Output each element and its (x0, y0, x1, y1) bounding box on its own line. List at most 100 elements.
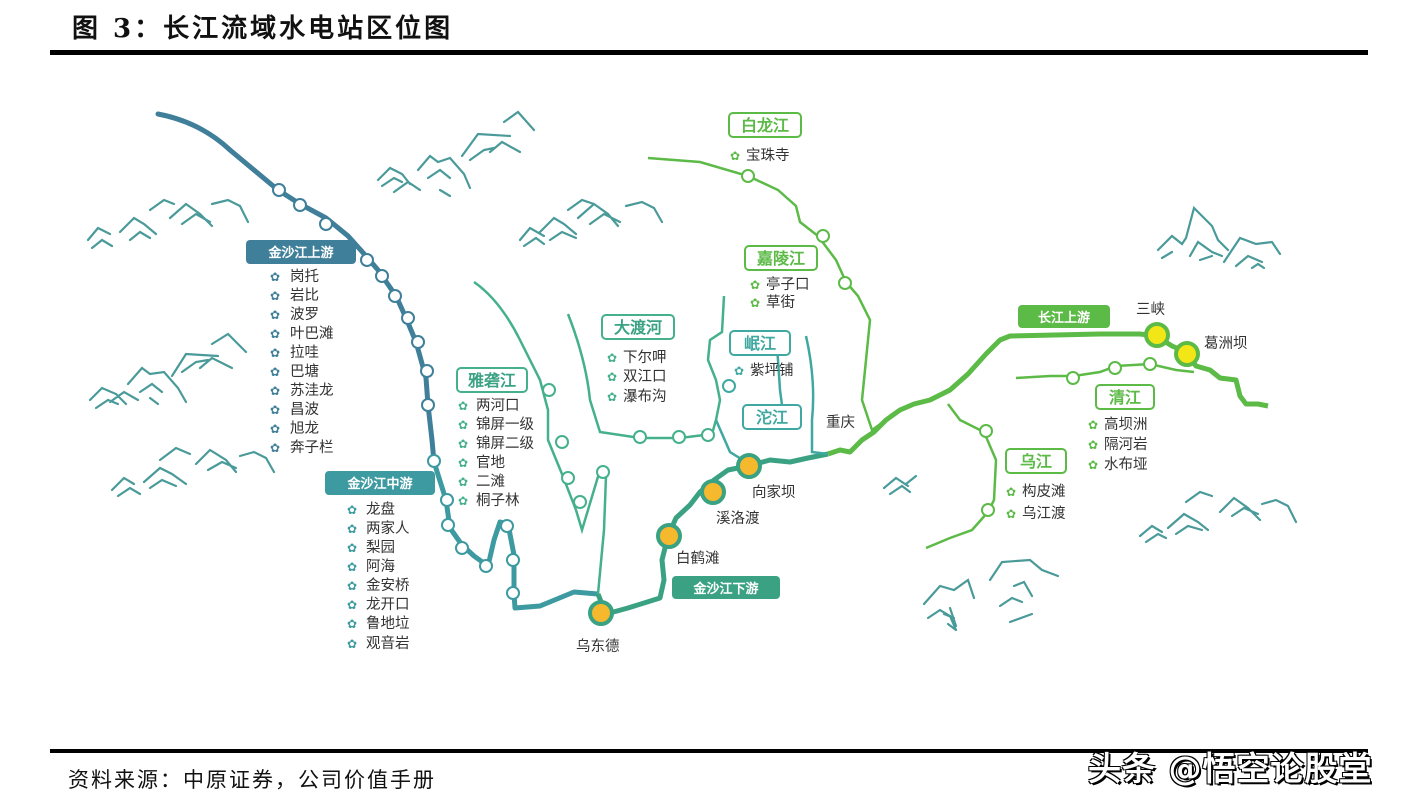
wu-river (925, 403, 998, 550)
svg-text:巴塘: 巴塘 (290, 363, 319, 380)
svg-text:乌江: 乌江 (1020, 452, 1052, 471)
svg-text:隔河岩: 隔河岩 (1104, 436, 1148, 453)
svg-text:金沙江中游: 金沙江中游 (346, 476, 412, 492)
svg-text:✿: ✿ (458, 418, 468, 432)
svg-text:波罗: 波罗 (290, 306, 319, 323)
svg-text:✿: ✿ (270, 441, 280, 455)
svg-text:奔子栏: 奔子栏 (290, 439, 334, 456)
list-dadu: ✿ ✿ ✿ 下尔呷 双江口 瀑布沟 (607, 349, 667, 405)
svg-text:✿: ✿ (347, 503, 357, 517)
box-jialing: 嘉陵江 (744, 245, 818, 271)
svg-text:✿: ✿ (458, 494, 468, 508)
svg-text:✿: ✿ (270, 384, 280, 398)
svg-text:宝珠寺: 宝珠寺 (746, 147, 790, 164)
svg-text:✿: ✿ (270, 327, 280, 341)
svg-text:瀑布沟: 瀑布沟 (623, 388, 667, 405)
svg-text:✿: ✿ (458, 475, 468, 489)
svg-text:✿: ✿ (734, 364, 744, 378)
svg-text:阿海: 阿海 (366, 558, 395, 575)
yangtze-upper-river (827, 331, 1269, 457)
svg-text:雅砻江: 雅砻江 (467, 371, 516, 390)
svg-text:✿: ✿ (270, 422, 280, 436)
svg-text:✿: ✿ (458, 399, 468, 413)
svg-text:双江口: 双江口 (623, 368, 667, 385)
svg-text:乌东德: 乌东德 (576, 638, 620, 655)
svg-text:昌波: 昌波 (290, 401, 319, 418)
svg-text:龙盘: 龙盘 (366, 500, 395, 518)
svg-text:✿: ✿ (347, 598, 357, 612)
svg-text:梨园: 梨园 (366, 539, 395, 556)
svg-text:龙开口: 龙开口 (366, 596, 410, 613)
svg-text:乌江渡: 乌江渡 (1022, 505, 1066, 522)
mountain-icons (86, 110, 1298, 632)
list-yalong: ✿✿✿✿✿✿ 两河口 锦屏一级 锦屏二级 官地 二滩 桐子林 (458, 397, 534, 509)
city-chongqing: 重庆 (826, 414, 855, 431)
svg-text:✿: ✿ (607, 370, 617, 384)
svg-text:拉哇: 拉哇 (290, 344, 319, 361)
svg-text:沱江: 沱江 (756, 408, 788, 427)
svg-text:✿: ✿ (270, 346, 280, 360)
svg-text:鲁地垃: 鲁地垃 (366, 615, 410, 632)
svg-text:水布垭: 水布垭 (1104, 456, 1148, 473)
list-jinsha-middle: ✿✿✿✿ ✿✿✿✿ 龙盘 两家人 梨园 阿海 金安桥 龙开口 鲁地垃 观音岩 (347, 500, 410, 652)
dadu-river (566, 295, 726, 444)
tag-jinsha-lower: 金沙江下游 (672, 576, 780, 599)
yalong-river (473, 280, 610, 595)
svg-text:清江: 清江 (1109, 388, 1141, 407)
svg-text:紫坪铺: 紫坪铺 (750, 362, 794, 379)
svg-text:✿: ✿ (347, 637, 357, 651)
box-bailong: 白龙江 (728, 112, 802, 138)
svg-text:大渡河: 大渡河 (614, 318, 662, 337)
svg-text:✿: ✿ (270, 289, 280, 303)
jialing-river (647, 156, 887, 433)
svg-text:白鹤滩: 白鹤滩 (676, 550, 720, 567)
svg-text:葛洲坝: 葛洲坝 (1204, 335, 1248, 352)
watermark: 头条 @悟空论股堂 (1088, 749, 1373, 788)
list-wu: ✿✿ 构皮滩 乌江渡 (1006, 483, 1066, 522)
svg-text:官地: 官地 (476, 454, 505, 471)
tag-jinsha-middle: 金沙江中游 (325, 471, 435, 495)
jinsha-middle-river (427, 454, 599, 611)
list-jialing: ✿✿ 亭子口 草街 (750, 275, 810, 311)
svg-text:✿: ✿ (270, 270, 280, 284)
svg-text:✿: ✿ (347, 617, 357, 631)
svg-text:金安桥: 金安桥 (366, 577, 410, 594)
svg-text:✿: ✿ (347, 541, 357, 555)
svg-text:白龙江: 白龙江 (741, 116, 789, 135)
box-tuo: 沱江 (742, 404, 802, 430)
svg-text:✿: ✿ (607, 351, 617, 365)
box-dadu: 大渡河 (601, 314, 675, 340)
tag-yangtze-upper: 长江上游 (1018, 305, 1110, 328)
svg-text:三峡: 三峡 (1136, 301, 1165, 318)
svg-text:✿: ✿ (607, 390, 617, 404)
svg-text:✿: ✿ (750, 278, 760, 292)
svg-text:岷江: 岷江 (744, 334, 776, 353)
svg-text:旭龙: 旭龙 (290, 420, 319, 437)
list-jinsha-upper: ✿✿✿✿✿ ✿✿✿✿✿ 岗托 岩比 波罗 叶巴滩 拉哇 巴塘 苏洼龙 昌波 旭龙… (270, 268, 334, 456)
svg-text:向家坝: 向家坝 (752, 484, 796, 501)
svg-text:✿: ✿ (1088, 458, 1098, 472)
svg-text:✿: ✿ (347, 560, 357, 574)
svg-text:溪洛渡: 溪洛渡 (716, 510, 760, 527)
major-station-labels: 乌东德 白鹤滩 溪洛渡 向家坝 三峡 葛洲坝 重庆 (576, 301, 1248, 655)
svg-text:✿: ✿ (1088, 418, 1098, 432)
svg-text:✿: ✿ (1006, 485, 1016, 499)
svg-text:✿: ✿ (458, 437, 468, 451)
svg-text:观音岩: 观音岩 (366, 635, 410, 652)
svg-text:锦屏一级: 锦屏一级 (476, 416, 534, 433)
svg-text:下尔呷: 下尔呷 (623, 349, 667, 366)
svg-text:✿: ✿ (730, 149, 740, 163)
svg-text:二滩: 二滩 (476, 473, 505, 490)
box-wu: 乌江 (1005, 448, 1067, 474)
svg-text:苏洼龙: 苏洼龙 (290, 382, 334, 399)
svg-text:锦屏二级: 锦屏二级 (476, 435, 534, 452)
svg-text:✿: ✿ (1088, 438, 1098, 452)
svg-text:草街: 草街 (766, 294, 795, 311)
svg-text:✿: ✿ (1006, 507, 1016, 521)
list-qing: ✿✿✿ 高坝洲 隔河岩 水布垭 (1088, 416, 1148, 473)
svg-text:叶巴滩: 叶巴滩 (290, 325, 334, 342)
figure-title: 图 3：长江流域水电站区位图 (72, 14, 454, 44)
svg-text:✿: ✿ (347, 522, 357, 536)
svg-text:✿: ✿ (270, 308, 280, 322)
